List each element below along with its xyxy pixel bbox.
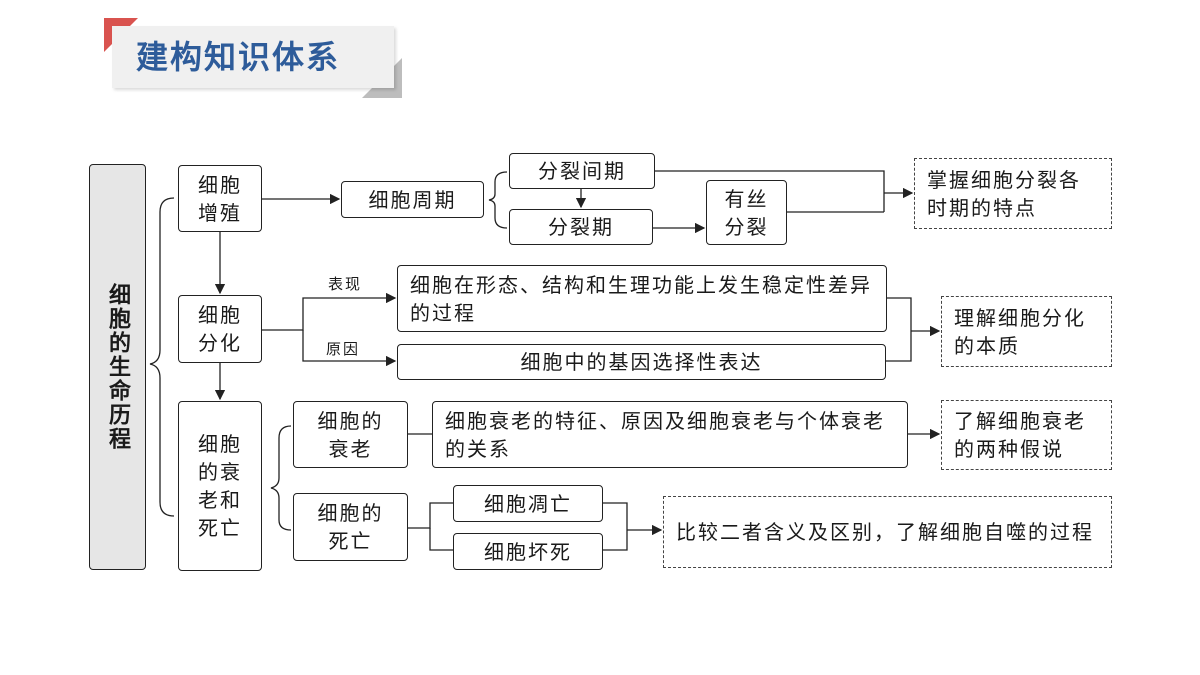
node-mitosis: 有丝分裂	[706, 180, 787, 245]
node-aging: 细胞的衰老	[293, 401, 408, 468]
main-brace	[149, 197, 175, 517]
node-proliferation: 细胞增殖	[178, 165, 262, 232]
node-interphase: 分裂间期	[509, 153, 655, 189]
line-manifestation-goal	[886, 297, 912, 362]
node-aging-detail: 细胞衰老的特征、原因及细胞衰老与个体衰老的关系	[432, 401, 908, 468]
goal-differentiation: 理解细胞分化的本质	[941, 296, 1112, 367]
node-cause: 细胞中的基因选择性表达	[397, 344, 886, 380]
label-manifestation: 表现	[328, 275, 363, 293]
node-differentiation: 细胞分化	[178, 295, 262, 363]
aging-brace	[270, 425, 292, 531]
section-title: 建构知识体系	[104, 18, 404, 100]
node-cell-cycle: 细胞周期	[341, 181, 484, 218]
line-apoptosis-merge	[603, 502, 628, 551]
label-cause: 原因	[326, 340, 361, 358]
line-differentiation-manifestation	[262, 292, 397, 331]
page-title: 建构知识体系	[112, 26, 394, 88]
line-differentiation-cause	[302, 330, 397, 367]
node-manifestation: 细胞在形态、结构和生理功能上发生稳定性差异的过程	[397, 265, 887, 332]
node-death: 细胞的死亡	[293, 493, 408, 561]
root-node: 细胞的生命历程	[89, 164, 146, 570]
cellcycle-brace	[488, 171, 508, 229]
goal-death: 比较二者含义及区别，了解细胞自噬的过程	[663, 496, 1112, 568]
node-aging-death: 细胞的衰老和死亡	[178, 401, 262, 571]
line-death-necrosis	[429, 528, 453, 551]
goal-proliferation: 掌握细胞分裂各时期的特点	[914, 158, 1112, 229]
node-mitotic-phase: 分裂期	[509, 209, 653, 245]
node-necrosis: 细胞坏死	[453, 533, 603, 570]
goal-aging: 了解细胞衰老的两种假说	[941, 400, 1112, 470]
node-apoptosis: 细胞凋亡	[453, 485, 603, 522]
line-death-apoptosis	[408, 502, 453, 529]
line-interphase-goal	[655, 170, 885, 212]
